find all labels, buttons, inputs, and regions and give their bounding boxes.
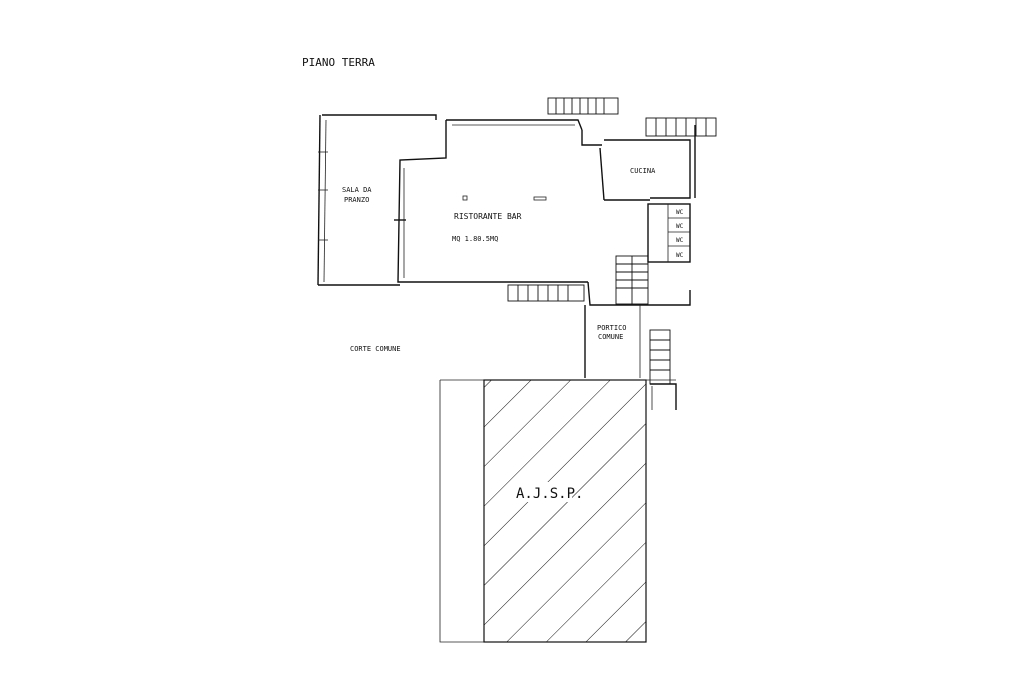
ajsp-area <box>439 379 676 643</box>
stair-portico <box>649 329 671 385</box>
sala-label: SALA DA <box>342 186 372 194</box>
ajsp-label-bg <box>512 482 572 502</box>
portico-walls <box>584 281 691 410</box>
ristorante-bar-room <box>394 119 605 283</box>
wc-block <box>647 203 691 263</box>
stair-internal <box>615 255 649 305</box>
portico-label-2: COMUNE <box>598 333 623 341</box>
corte-label: CORTE COMUNE <box>350 345 401 353</box>
wc-label-3: WC <box>676 237 684 244</box>
plan-title: PIANO TERRA <box>302 56 375 69</box>
ristorante-area: MQ 1.80.5MQ <box>452 235 498 243</box>
ajsp-label: A.J.S.P. <box>516 486 583 502</box>
portico-label: PORTICO <box>597 324 627 332</box>
wc-label-1: WC <box>676 209 684 216</box>
cucina-room <box>604 125 696 201</box>
wc-label-4: WC <box>676 252 684 259</box>
cucina-label: CUCINA <box>630 167 656 175</box>
ristorante-label: RISTORANTE BAR <box>454 212 522 221</box>
sala-label-2: PRANZO <box>344 196 369 204</box>
sala-da-pranzo-room <box>317 114 437 286</box>
wc-label-2: WC <box>676 223 684 230</box>
stair-bottom-center <box>507 284 585 302</box>
stair-top-center <box>547 97 619 115</box>
stair-top-right <box>645 117 717 137</box>
